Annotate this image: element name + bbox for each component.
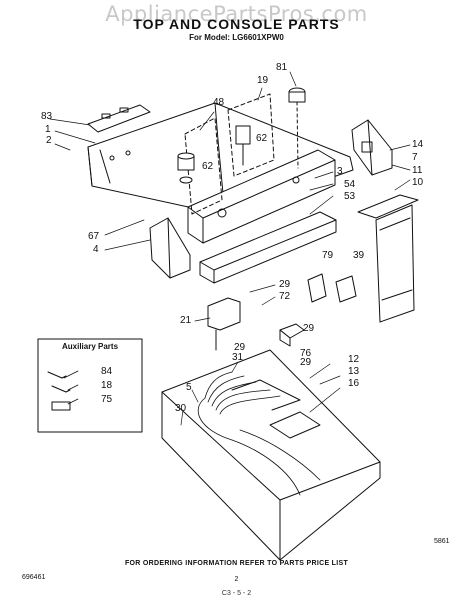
gas-valve-assembly — [207, 297, 241, 351]
callout-label: 79 — [322, 250, 334, 261]
aux-callout-label: 84 — [101, 366, 113, 377]
watermark-text: AppliancePartsPros.com — [105, 2, 368, 26]
callout-label: 7 — [412, 152, 418, 163]
callout-label: 81 — [276, 62, 288, 73]
timer-box — [177, 117, 223, 215]
callout-label: 10 — [412, 177, 424, 188]
callout-label: 11 — [412, 165, 423, 176]
model-line: For Model: LG6601XPW0 — [189, 33, 284, 42]
control-knob — [288, 87, 306, 169]
aux-parts-title: Auxiliary Parts — [62, 342, 119, 351]
lint-screen — [357, 194, 419, 323]
end-cap-left — [149, 217, 191, 279]
callout-label: 31 — [232, 352, 244, 363]
callout-label: 16 — [348, 378, 360, 389]
callout-label: 13 — [348, 366, 360, 377]
callout-label: 29 — [234, 342, 246, 353]
bottom-mark: C3 - 5 - 2 — [221, 590, 252, 597]
drawing-code: 5861 — [434, 538, 450, 545]
callout-label: 48 — [213, 97, 225, 108]
top-panel — [161, 349, 381, 561]
callout-label: 30 — [175, 403, 187, 414]
callout-label: 62 — [202, 161, 214, 172]
callout-label: 54 — [344, 179, 356, 190]
aux-parts-box — [37, 338, 143, 433]
callout-label: 14 — [412, 139, 424, 150]
switch-79 — [307, 273, 327, 303]
callout-label: 29 — [279, 279, 291, 290]
callout-label: 53 — [344, 191, 356, 202]
diagram-title: TOP AND CONSOLE PARTS — [133, 16, 340, 32]
wire-harness — [197, 371, 321, 496]
callout-label: 83 — [41, 111, 53, 122]
callout-label: 1 — [45, 124, 51, 135]
callout-label: 19 — [257, 75, 269, 86]
aux-callout-label: 18 — [101, 380, 113, 391]
console-bracket — [199, 211, 337, 284]
callout-label: 3 — [337, 166, 343, 177]
callout-label: 62 — [256, 133, 268, 144]
callout-label: 2 — [46, 135, 52, 146]
console-backsplash — [187, 149, 336, 244]
aux-callout-label: 75 — [101, 394, 113, 405]
ordering-note: FOR ORDERING INFORMATION REFER TO PARTS … — [124, 560, 349, 567]
callout-label: 4 — [93, 244, 99, 255]
callout-label: 29 — [303, 323, 315, 334]
end-cap-right — [351, 119, 393, 176]
callout-label: 76 — [300, 348, 312, 359]
callout-label: 39 — [353, 250, 365, 261]
switch-76 — [279, 323, 305, 347]
callout-label: 29 — [300, 357, 312, 368]
control-overlay — [87, 104, 151, 133]
callout-label: 12 — [348, 354, 360, 365]
page-number: 2 — [234, 576, 239, 583]
callout-label: 21 — [180, 315, 192, 326]
switch-box — [227, 93, 275, 177]
callout-label: 67 — [88, 231, 100, 242]
callout-label: 5 — [186, 382, 192, 393]
switch-39 — [335, 275, 357, 303]
document-number: 696461 — [22, 574, 46, 581]
aux-parts-drawings — [47, 371, 71, 411]
leader-lines — [49, 71, 411, 426]
callout-label: 72 — [279, 291, 291, 302]
